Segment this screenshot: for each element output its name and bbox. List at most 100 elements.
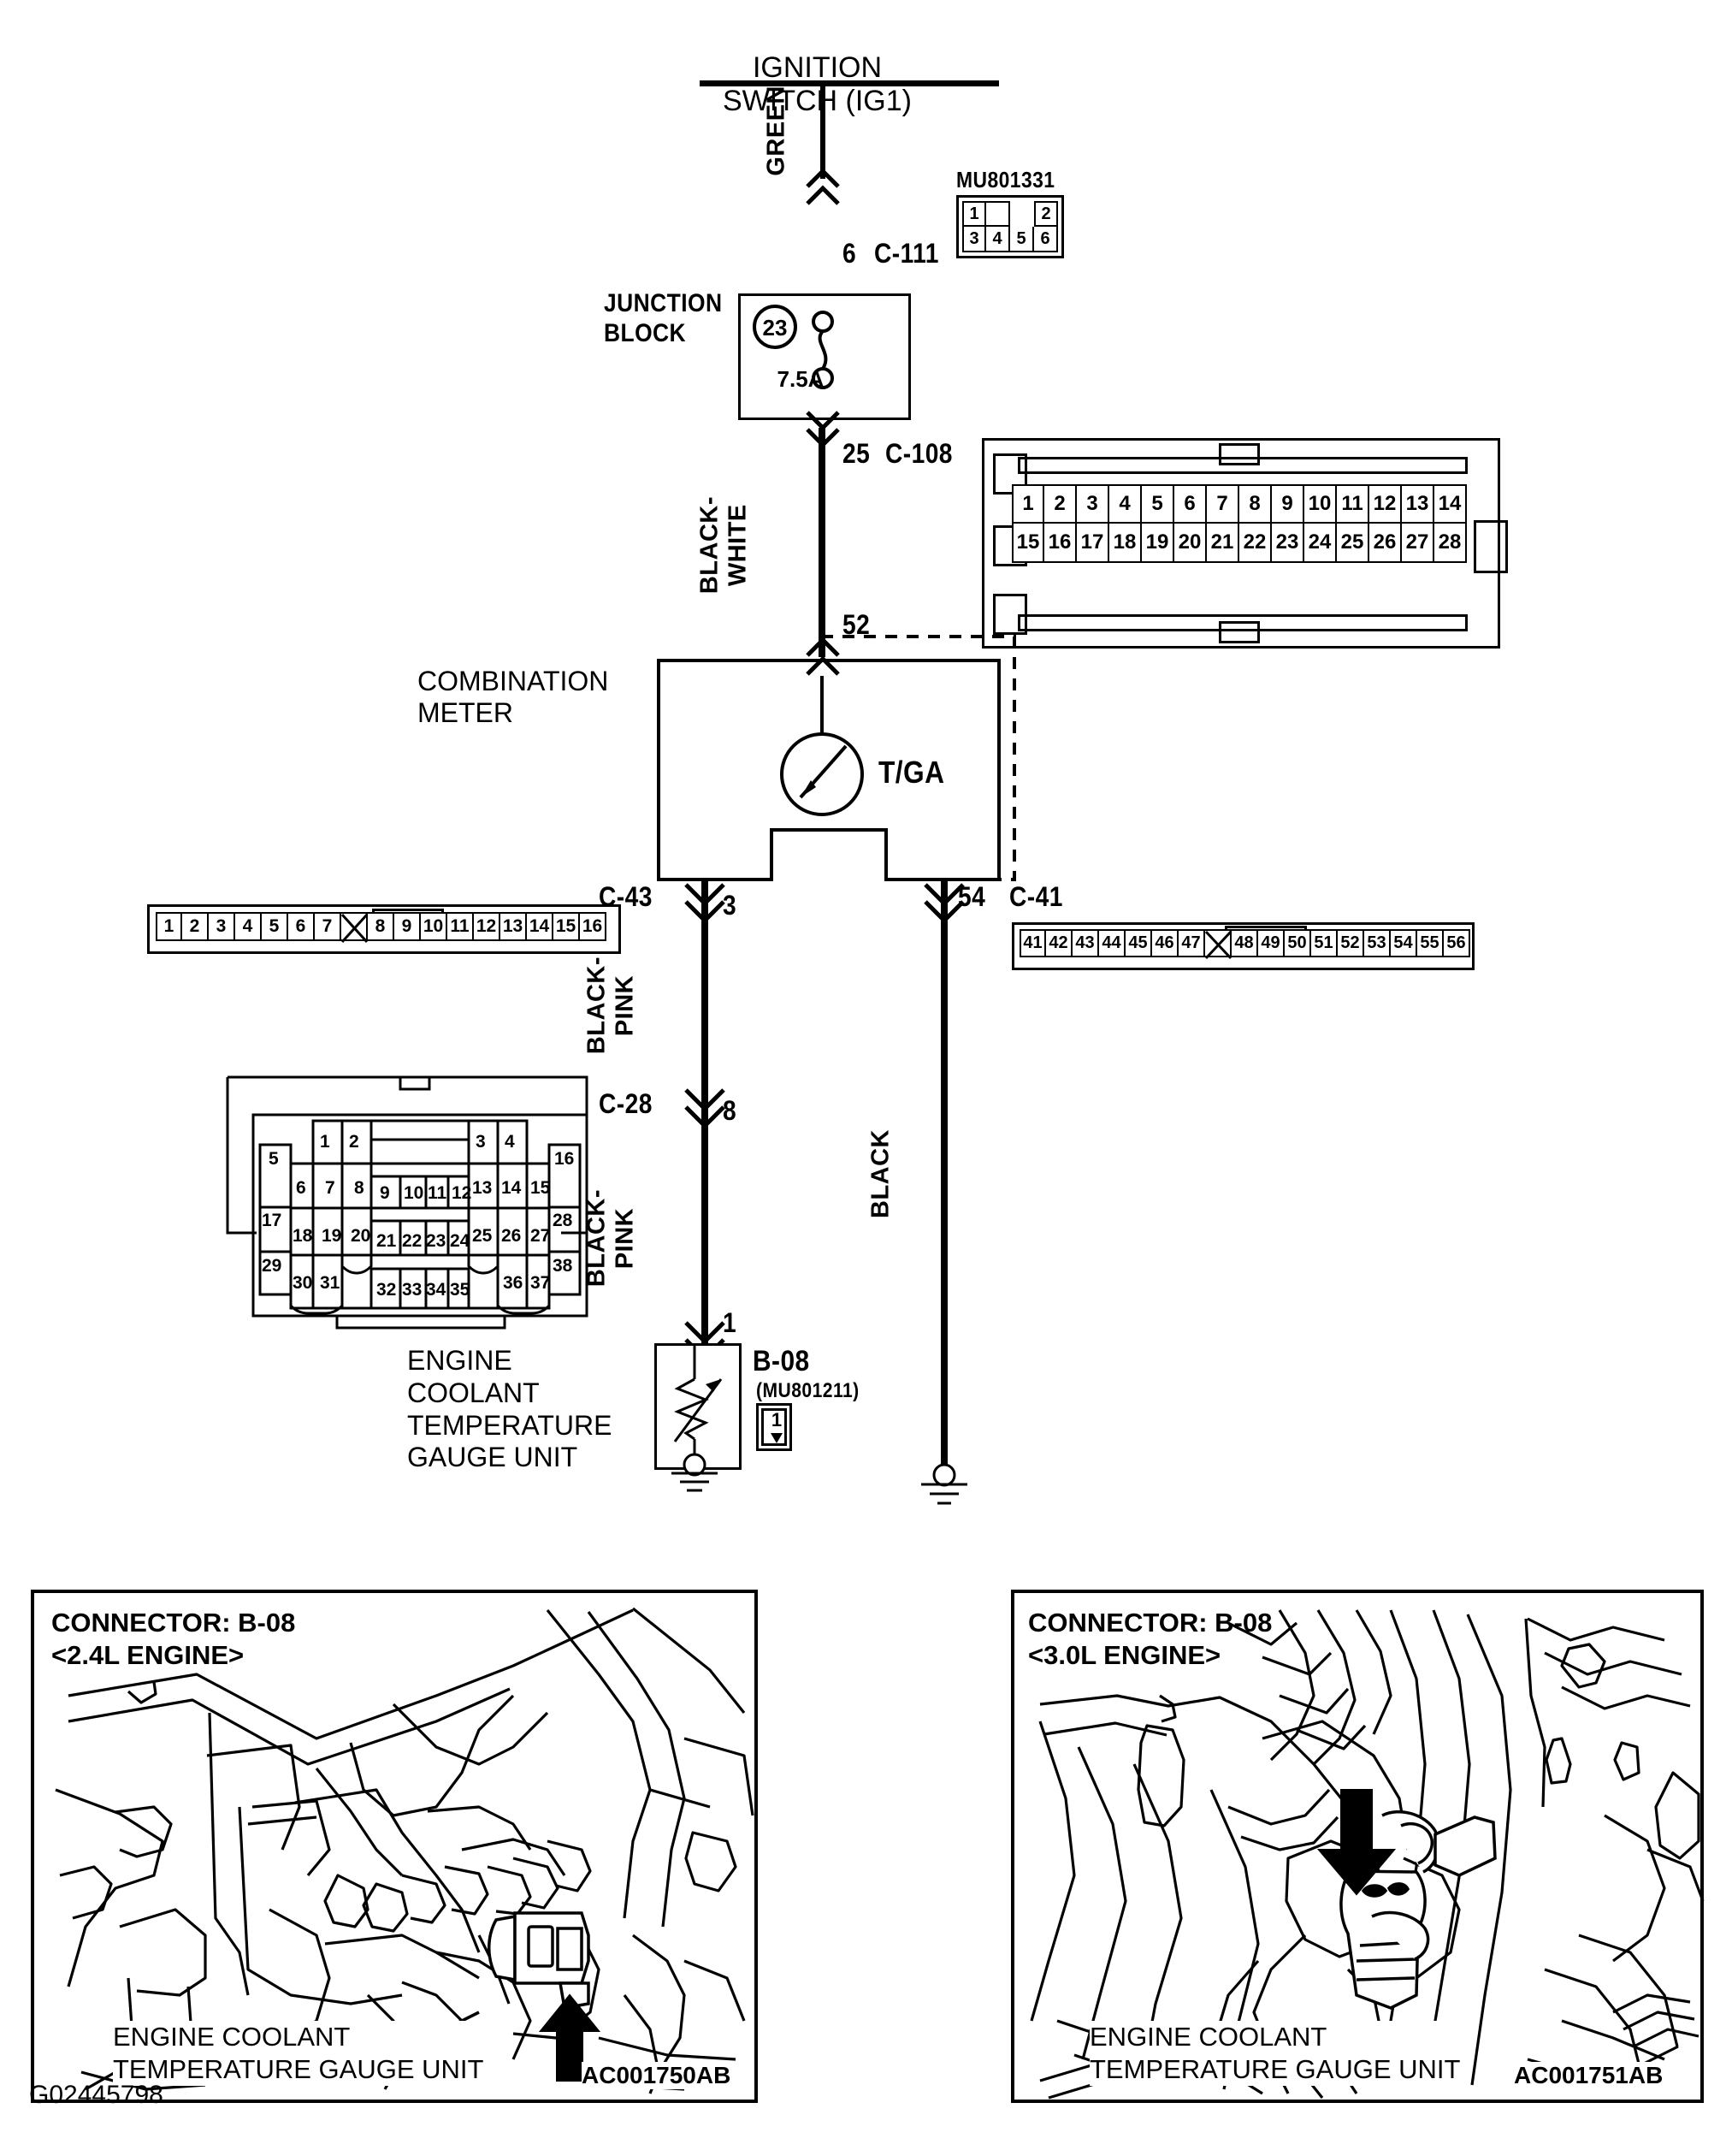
pin-cell: 11 xyxy=(1337,484,1369,524)
c43-row: 1 2 3 4 5 6 7 8 9 10 11 12 13 14 15 16 xyxy=(156,912,606,944)
photo-id: AC001750AB xyxy=(582,2062,731,2089)
photo-title: CONNECTOR: B-08 <2.4L ENGINE> xyxy=(51,1608,296,1670)
pin-cell: 14 xyxy=(501,1178,522,1198)
pin-cell: 18 xyxy=(1109,524,1142,563)
pin-cell: 1 xyxy=(1012,484,1044,524)
pin-cell: 31 xyxy=(320,1273,340,1293)
pin-cell: 5 xyxy=(262,912,288,941)
c28-name: C-28 xyxy=(599,1088,653,1119)
pin-cell: 16 xyxy=(554,1149,575,1169)
pin-cell: 33 xyxy=(402,1280,423,1300)
c108-row-top: 1 2 3 4 5 6 7 8 9 10 11 12 13 14 xyxy=(1012,484,1467,524)
ground-symbol-right xyxy=(921,1463,967,1505)
wire-label-green: GREEN xyxy=(762,86,790,176)
pin-cell: 17 xyxy=(262,1211,282,1230)
photo-title: CONNECTOR: B-08 <3.0L ENGINE> xyxy=(1028,1608,1273,1670)
pin-cell: 10 xyxy=(404,1183,424,1203)
junction-block-label: JUNCTION BLOCK xyxy=(604,289,723,347)
c108-row-bottom: 15 16 17 18 19 20 21 22 23 24 25 26 27 2… xyxy=(1012,524,1467,563)
pin-cell-blank xyxy=(340,912,369,944)
wire-label-black-white: BLACK- WHITE xyxy=(695,496,752,595)
b08-part-no: (MU801211) xyxy=(756,1379,860,1402)
pin-cell: 26 xyxy=(1369,524,1402,563)
black-pink-wire-lower xyxy=(701,1107,708,1364)
pin-cell: 3 xyxy=(476,1132,486,1152)
svg-text:7.5A: 7.5A xyxy=(777,366,825,392)
mu801331-part-no: MU801331 xyxy=(956,167,1055,192)
pin-cell: 55 xyxy=(1417,929,1444,957)
connector-arrow-c28 xyxy=(684,1088,725,1129)
ignition-switch-bar xyxy=(700,80,999,86)
pin-cell: 4 xyxy=(235,912,262,941)
pin-cell: 28 xyxy=(553,1211,573,1230)
c108-tab xyxy=(993,453,1027,495)
pin-cell: 22 xyxy=(1239,524,1272,563)
wire-label-black-pink-upper: BLACK- PINK xyxy=(582,957,639,1055)
pin-cell: 8 xyxy=(1239,484,1272,524)
ect-sensor-box xyxy=(654,1343,742,1470)
pin-cell: 11 xyxy=(428,1183,447,1203)
pin-cell: 1 xyxy=(320,1132,330,1152)
pin-cell: 56 xyxy=(1444,929,1470,957)
c41-pin: 54 xyxy=(958,881,986,912)
pin-cell xyxy=(986,201,1010,227)
pin-cell: 34 xyxy=(426,1280,446,1300)
pin-cell: 42 xyxy=(1046,929,1073,957)
pin-cell: 19 xyxy=(1142,524,1174,563)
pin-cell: 4 xyxy=(505,1132,515,1152)
thermistor-symbol xyxy=(671,1343,723,1492)
c108-pin: 25 xyxy=(842,438,871,469)
pin-cell: 24 xyxy=(450,1231,470,1251)
connector-mu801331: 1 2 3 4 5 6 xyxy=(956,195,1064,258)
pin-cell: 15 xyxy=(553,912,580,941)
pin-cell: 20 xyxy=(1174,524,1207,563)
pin-cell-blank xyxy=(1204,929,1232,960)
pin-cell: 21 xyxy=(1207,524,1239,563)
c108-tab xyxy=(1474,520,1508,573)
pin-cell: 9 xyxy=(394,912,421,941)
ignition-switch-title: IGNITION SWITCH (IG1) xyxy=(723,51,912,118)
combination-meter-box xyxy=(657,659,1001,881)
mu801331-row-bottom: 3 4 5 6 xyxy=(962,227,1058,252)
junction-block-box xyxy=(738,293,911,420)
pin-cell: 50 xyxy=(1285,929,1311,957)
pin-cell: 27 xyxy=(1402,524,1434,563)
pin-cell: 16 xyxy=(580,912,606,941)
photo-caption: ENGINE COOLANT TEMPERATURE GAUGE UNIT xyxy=(113,2021,484,2086)
pin-cell: 29 xyxy=(262,1256,282,1276)
connector-arrow-c43 xyxy=(684,883,725,924)
pin-cell: 7 xyxy=(325,1178,335,1198)
pin-cell: 14 xyxy=(527,912,553,941)
b08-name: B-08 xyxy=(753,1345,810,1377)
pin-cell: 17 xyxy=(1077,524,1109,563)
combination-meter-label: COMBINATION METER xyxy=(417,666,609,728)
pin-cell: 12 xyxy=(474,912,500,941)
green-wire xyxy=(820,85,825,179)
pin-cell: 5 xyxy=(1142,484,1174,524)
mu801331-row-top: 1 2 xyxy=(962,201,1058,227)
black-pink-wire-upper xyxy=(701,880,708,1107)
pin-cell: 22 xyxy=(402,1231,423,1251)
pin-cell: 49 xyxy=(1258,929,1285,957)
pin-cell: 23 xyxy=(1272,524,1304,563)
gauge-symbol xyxy=(780,676,864,816)
pin-cell: 54 xyxy=(1391,929,1417,957)
ect-gauge-unit-label: ENGINE COOLANT TEMPERATURE GAUGE UNIT xyxy=(407,1345,612,1473)
pin-cell: 4 xyxy=(986,227,1010,252)
pin-cell: 41 xyxy=(1020,929,1046,957)
pin-cell: 6 xyxy=(1034,227,1058,252)
pin-cell: 38 xyxy=(553,1256,573,1276)
pin-cell: 37 xyxy=(530,1273,551,1293)
c108-rail xyxy=(1018,457,1468,474)
pin-cell: 5 xyxy=(1010,227,1034,252)
connector-arrow-c111 xyxy=(806,168,840,205)
pin-cell: 15 xyxy=(530,1178,551,1198)
b08-cavity-number: 1 xyxy=(771,1409,783,1430)
pin-cell: 13 xyxy=(1402,484,1434,524)
connector-b08-cavity: 1 xyxy=(756,1403,792,1451)
pin-cell: 9 xyxy=(380,1183,390,1203)
pin-cell: 12 xyxy=(1369,484,1402,524)
pin-cell: 6 xyxy=(1174,484,1207,524)
pin-cell: 1 xyxy=(962,201,986,227)
pin-cell: 27 xyxy=(530,1226,551,1246)
